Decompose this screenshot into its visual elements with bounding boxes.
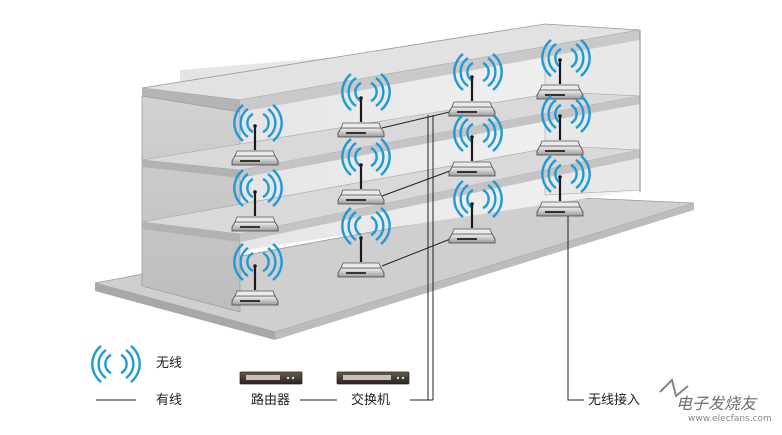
switch-label: 交换机 [351,393,391,408]
watermark-logo [659,378,689,398]
legend-wireless-icon [91,344,141,384]
legend-wired-label: 有线 [156,393,183,408]
router-label: 路由器 [251,393,291,408]
router-device [239,371,303,385]
watermark-text: 电子发烧友 [676,394,757,413]
legend-wireless-label: 无线 [156,356,183,371]
wired-links [300,109,584,401]
watermark-url: www.elecfans.com [688,414,772,424]
switch-device [336,371,410,385]
ap-label: 无线接入 [588,393,641,408]
